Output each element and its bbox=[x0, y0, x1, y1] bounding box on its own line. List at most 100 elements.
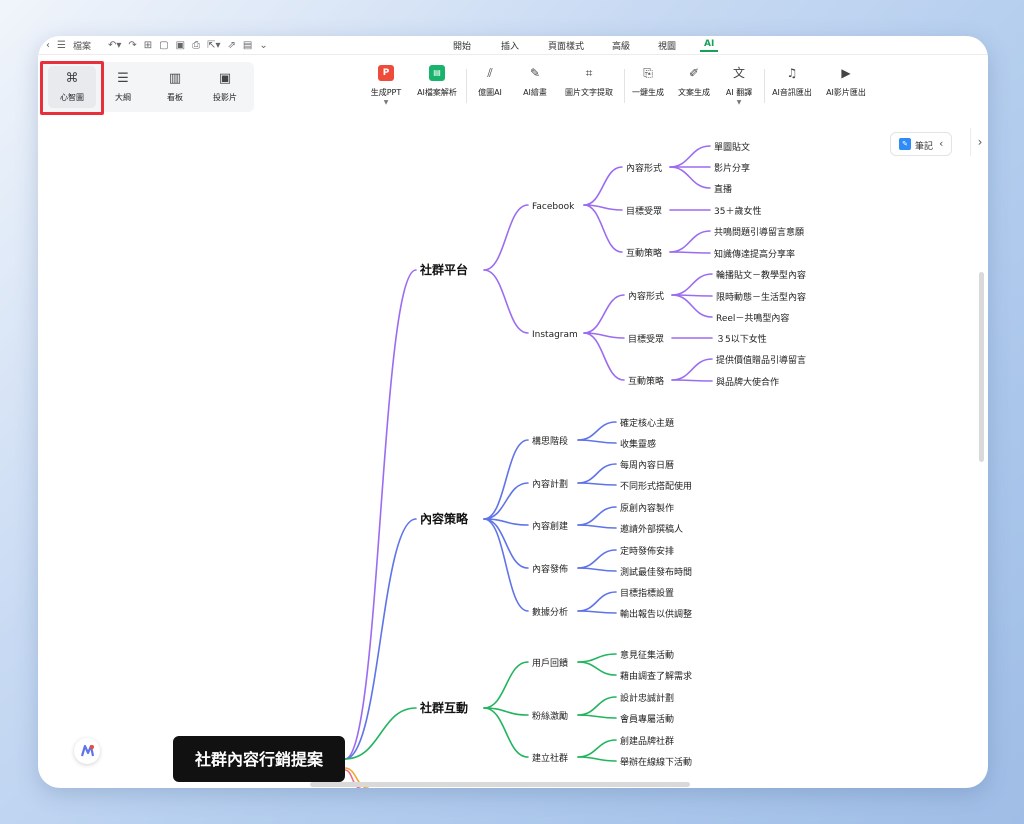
leaf-node[interactable]: 輪播貼文－教學型內容 bbox=[716, 269, 806, 281]
leaf-node[interactable]: 35＋歲女性 bbox=[714, 205, 761, 217]
leaf-node[interactable]: Reel－共鳴型內容 bbox=[716, 312, 789, 324]
image-text-extract-button[interactable]: ⌗ 圖片文字提取 bbox=[562, 65, 616, 98]
connector-line bbox=[577, 714, 617, 719]
connector-line bbox=[344, 769, 361, 788]
edraw-ai-button[interactable]: ⫽ 億圖AI bbox=[474, 65, 506, 98]
tab-ai[interactable]: AI bbox=[704, 39, 715, 49]
ribbon-divider bbox=[624, 69, 625, 103]
side-panel-toggle[interactable]: › bbox=[970, 128, 988, 156]
connector-line bbox=[577, 661, 617, 676]
leaf-node[interactable]: ３5以下女性 bbox=[716, 333, 767, 345]
node-build-community[interactable]: 建立社群 bbox=[532, 752, 568, 764]
leaf-node[interactable]: 提供價值贈品引導留言 bbox=[716, 354, 806, 366]
leaf-node[interactable]: 設計忠誠計劃 bbox=[620, 692, 674, 704]
connector-line bbox=[669, 230, 711, 253]
leaf-node[interactable]: 單圖貼文 bbox=[714, 141, 750, 153]
leaf-node[interactable]: 測試最佳發布時間 bbox=[620, 566, 692, 578]
node-content-publish[interactable]: 內容發佈 bbox=[532, 563, 568, 575]
undo-icon[interactable]: ↶▾ bbox=[107, 39, 122, 51]
leaf-node[interactable]: 意見征集活動 bbox=[620, 649, 674, 661]
node-fb-engagement[interactable]: 互動策略 bbox=[626, 247, 662, 259]
one-click-generate-button[interactable]: ⎘ 一鍵生成 bbox=[630, 65, 666, 98]
save-icon[interactable]: ▣ bbox=[175, 39, 186, 51]
print-icon[interactable]: ⎙ bbox=[192, 39, 201, 51]
mindmap-canvas[interactable]: 社群內容行銷提案 社群平台 內容策略 社群互動 Facebook Instagr… bbox=[38, 120, 988, 788]
leaf-node[interactable]: 藉由調查了解需求 bbox=[620, 670, 692, 682]
leaf-node[interactable]: 知識傳達提高分享率 bbox=[714, 248, 795, 260]
leaf-node[interactable]: 收集靈感 bbox=[620, 438, 656, 450]
node-content-strategy[interactable]: 內容策略 bbox=[420, 511, 469, 526]
view-outline-button[interactable]: ☰ 大綱 bbox=[99, 66, 147, 108]
view-kanban-button[interactable]: ▥ 看板 bbox=[151, 66, 199, 108]
new-file-icon[interactable]: ⊞ bbox=[143, 39, 153, 51]
share-icon[interactable]: ⇗ bbox=[227, 39, 236, 51]
node-fb-target-audience[interactable]: 目標受眾 bbox=[626, 205, 662, 217]
node-social-interaction[interactable]: 社群互動 bbox=[419, 700, 468, 715]
translate-icon: 文 bbox=[732, 66, 745, 80]
node-content-creation[interactable]: 內容創建 bbox=[532, 520, 568, 532]
back-icon[interactable]: ‹ bbox=[46, 39, 50, 51]
node-ig-engagement[interactable]: 互動策略 bbox=[628, 375, 664, 387]
horizontal-scrollbar[interactable] bbox=[310, 782, 690, 787]
tab-advanced[interactable]: 高級 bbox=[612, 42, 631, 52]
ai-audio-export-button[interactable]: ♫ AI音訊匯出 bbox=[770, 65, 814, 98]
leaf-node[interactable]: 直播 bbox=[714, 183, 732, 195]
leaf-node[interactable]: 原創內容製作 bbox=[620, 502, 674, 514]
chevron-down-icon: ▼ bbox=[736, 99, 742, 106]
open-file-icon[interactable]: ▢ bbox=[159, 39, 169, 51]
leaf-node[interactable]: 輸出報告以供調整 bbox=[620, 608, 692, 620]
leaf-node[interactable]: 限時動態－生活型內容 bbox=[716, 291, 806, 303]
notes-button[interactable]: ✎ 筆記 ‹ bbox=[890, 132, 952, 156]
root-node[interactable]: 社群內容行銷提案 bbox=[173, 736, 345, 782]
node-ig-content-format[interactable]: 內容形式 bbox=[628, 290, 664, 302]
node-facebook[interactable]: Facebook bbox=[532, 202, 575, 212]
tab-page-style[interactable]: 頁面樣式 bbox=[548, 42, 585, 52]
node-ig-target-audience[interactable]: 目標受眾 bbox=[628, 333, 664, 345]
leaf-node[interactable]: 會員專屬活動 bbox=[620, 713, 674, 725]
leaf-node[interactable]: 每周內容日曆 bbox=[620, 459, 674, 471]
generate-ppt-button[interactable]: P 生成PPT ▼ bbox=[368, 65, 404, 106]
ai-paint-button[interactable]: ✎ AI繪畫 bbox=[519, 65, 551, 98]
leaf-node[interactable]: 創建品牌社群 bbox=[620, 735, 674, 747]
node-social-platform[interactable]: 社群平台 bbox=[419, 262, 468, 277]
ai-video-export-button[interactable]: ▶ AI影片匯出 bbox=[824, 65, 868, 98]
node-content-plan[interactable]: 內容計劃 bbox=[532, 478, 568, 490]
view-slides-button[interactable]: ▣ 投影片 bbox=[201, 66, 249, 108]
ai-doc-parse-button[interactable]: ▤ AI檔案解析 bbox=[414, 65, 460, 98]
node-fan-motivation[interactable]: 粉絲激勵 bbox=[532, 710, 568, 722]
vertical-scrollbar[interactable] bbox=[979, 272, 984, 462]
node-data-analysis[interactable]: 數據分析 bbox=[532, 606, 568, 618]
leaf-node[interactable]: 不同形式搭配使用 bbox=[620, 480, 692, 492]
ai-translate-button[interactable]: 文 AI 翻譯 ▼ bbox=[721, 65, 757, 106]
copywriting-button[interactable]: ✐ 文案生成 bbox=[674, 65, 714, 98]
leaf-node[interactable]: 舉辦在線線下活動 bbox=[620, 756, 692, 768]
leaf-node[interactable]: 影片分享 bbox=[714, 162, 750, 174]
ai-doc-parse-label: AI檔案解析 bbox=[417, 88, 457, 97]
node-instagram[interactable]: Instagram bbox=[532, 330, 578, 340]
redo-icon[interactable]: ↷ bbox=[128, 39, 137, 51]
node-ideation[interactable]: 構思階段 bbox=[532, 435, 568, 447]
tab-insert[interactable]: 插入 bbox=[501, 42, 520, 52]
connector-line bbox=[671, 379, 713, 382]
more-icon[interactable]: ⌄ bbox=[259, 39, 268, 51]
tab-view[interactable]: 視圖 bbox=[658, 42, 677, 52]
connector-line bbox=[671, 294, 713, 318]
save-as-icon[interactable]: ▤ bbox=[242, 39, 253, 51]
leaf-node[interactable]: 與品牌大使合作 bbox=[716, 376, 779, 388]
file-menu[interactable]: 檔案 bbox=[72, 42, 91, 52]
leaf-node[interactable]: 定時發佈安排 bbox=[620, 545, 674, 557]
leaf-node[interactable]: 共鳴問題引導留言意願 bbox=[714, 226, 804, 238]
tab-start[interactable]: 開始 bbox=[453, 42, 472, 52]
leaf-node[interactable]: 目標指標設置 bbox=[620, 587, 674, 599]
leaf-node[interactable]: 邀請外部撰稿人 bbox=[620, 523, 683, 535]
node-user-feedback[interactable]: 用戶回饋 bbox=[532, 657, 568, 669]
notes-icon: ✎ bbox=[899, 138, 911, 150]
ai-assistant-button[interactable] bbox=[74, 738, 100, 764]
ribbon-divider bbox=[764, 69, 765, 103]
hamburger-icon[interactable]: ☰ bbox=[57, 39, 66, 51]
leaf-node[interactable]: 確定核心主題 bbox=[620, 417, 674, 429]
view-mindmap-button[interactable]: ⌘ 心智圖 bbox=[48, 66, 96, 108]
export-icon[interactable]: ⇱▾ bbox=[207, 39, 221, 51]
node-fb-content-format[interactable]: 內容形式 bbox=[626, 162, 662, 174]
ai-paint-label: AI繪畫 bbox=[523, 88, 547, 97]
